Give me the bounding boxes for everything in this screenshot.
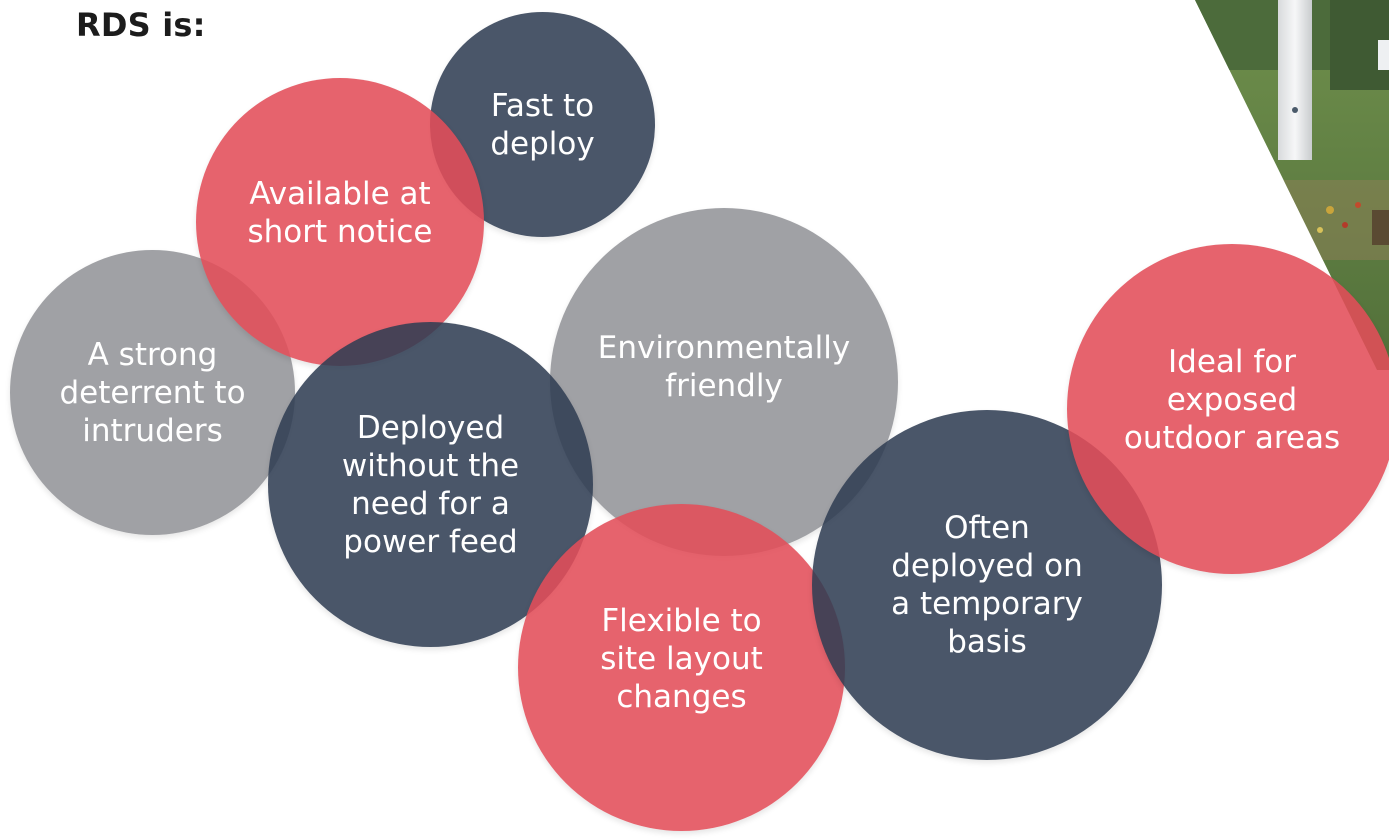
- bubble-exposed-areas-text: Ideal for exposed outdoor areas: [1123, 344, 1341, 456]
- bubble-flexible: Flexible to site layout changes: [518, 504, 845, 831]
- bubble-environmentally-friendly-text: Environmentally friendly: [597, 330, 851, 404]
- bubble-exposed-areas: Ideal for exposed outdoor areas: [1067, 244, 1389, 574]
- bubble-fast-to-deploy-text: Fast to deploy: [490, 87, 595, 162]
- bubble-no-power-feed-text: Deployed without the need for a power fe…: [341, 409, 520, 560]
- bubble-available-text: Available at short notice: [247, 176, 433, 250]
- bubble-available: Available at short notice: [196, 78, 484, 366]
- bubble-flexible-text: Flexible to site layout changes: [600, 602, 763, 715]
- bubble-temporary-basis-text: Often deployed on a temporary basis: [891, 510, 1083, 660]
- slide-title: RDS is:: [76, 6, 206, 44]
- bubble-deterrent-text: A strong deterrent to intruders: [59, 336, 246, 449]
